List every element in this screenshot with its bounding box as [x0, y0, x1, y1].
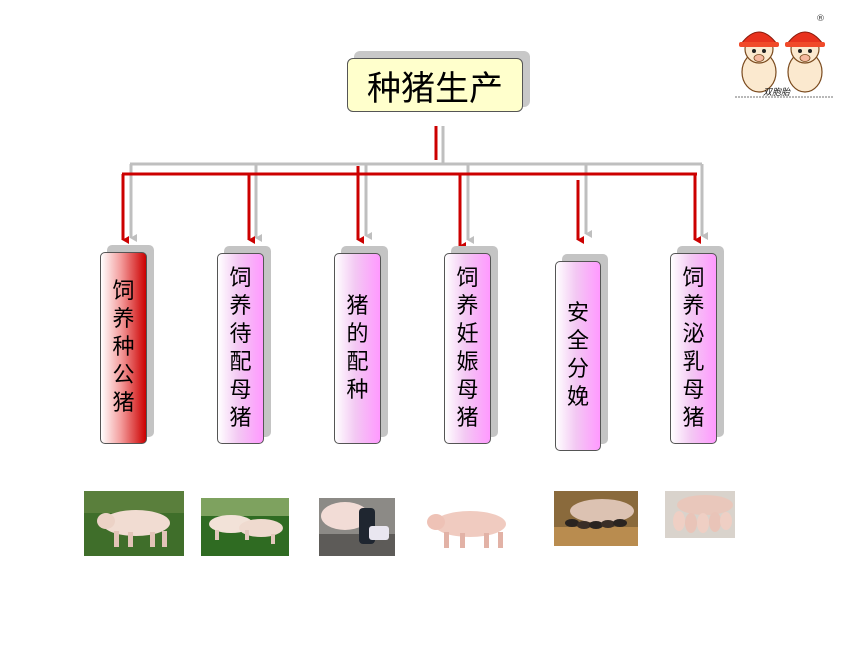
child-node-5: 安全分娩 [555, 261, 601, 451]
child-node-1: 饲养种公猪 [100, 252, 147, 444]
photo-farrowing [554, 491, 638, 546]
registered-mark: ® [816, 14, 825, 24]
photo-insemination [319, 498, 395, 556]
child-node-label: 猪的配种 [346, 293, 369, 403]
photo-pregnant-sow [420, 502, 516, 552]
child-node-label: 饲养待配母猪 [229, 265, 252, 431]
child-node-label: 饲养种公猪 [112, 279, 135, 416]
child-node-6: 饲养泌乳母猪 [670, 253, 717, 444]
child-node-label: 安全分娩 [566, 301, 589, 410]
photo-sows [201, 498, 289, 556]
child-node-4: 饲养妊娠母猪 [444, 253, 491, 444]
photo-nursing [665, 491, 735, 538]
logo-text: 双胞胎 [763, 88, 791, 98]
root-node-title: 种猪生产 [347, 58, 523, 112]
twin-pig-logo-icon [735, 31, 833, 98]
child-node-label: 饲养妊娠母猪 [456, 265, 479, 431]
child-node-label: 饲养泌乳母猪 [682, 265, 705, 431]
photo-boar [84, 491, 184, 556]
child-node-2: 饲养待配母猪 [217, 253, 264, 444]
grey-connector-group [129, 126, 708, 244]
red-connector-group [121, 126, 701, 250]
child-node-3: 猪的配种 [334, 253, 381, 444]
